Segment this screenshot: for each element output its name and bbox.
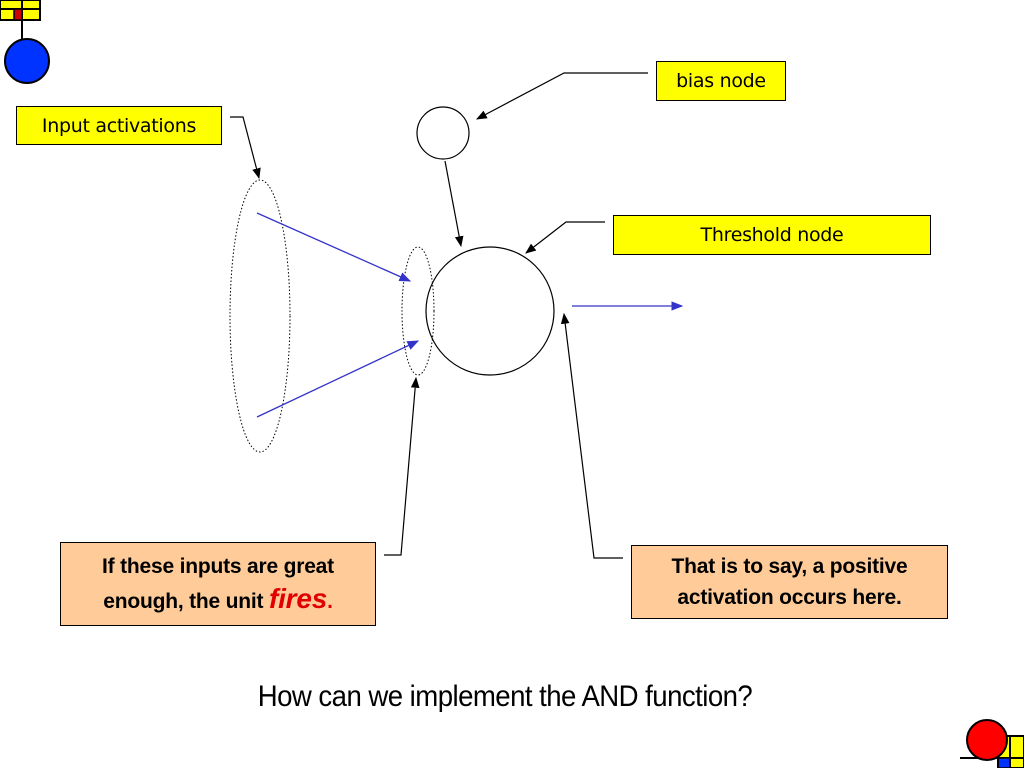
mondrian-blue-circle-icon	[0, 0, 50, 84]
positive-activation-note: That is to say, a positive activation oc…	[631, 545, 948, 619]
input-arrow-bottom	[256, 340, 420, 418]
input-arrow-top	[256, 212, 412, 282]
threshold-label-pointer	[525, 221, 605, 254]
threshold-node-circle	[425, 246, 555, 376]
inputs-fire-note-main: If these inputs are great enough, the un…	[102, 554, 334, 613]
bias-label-pointer	[476, 72, 648, 120]
input-activations-label: Input activations	[16, 106, 222, 145]
inputs-fire-note-text: If these inputs are great enough, the un…	[75, 551, 361, 618]
bias-connection-arrow	[444, 160, 464, 248]
fires-note-pointer	[384, 376, 420, 556]
positive-note-pointer	[560, 312, 623, 559]
bias-node-label: bias node	[656, 61, 786, 101]
input-activations-ellipse	[229, 179, 291, 453]
and-function-question: How can we implement the AND function?	[257, 680, 753, 713]
fires-period: .	[327, 589, 333, 613]
fires-emphasis: fires	[268, 582, 328, 614]
weighted-inputs-ellipse	[401, 246, 435, 376]
mondrian-red-circle-icon	[960, 719, 1024, 768]
bias-node-circle	[416, 106, 470, 160]
threshold-node-label: Threshold node	[613, 215, 931, 255]
input-label-pointer	[230, 116, 261, 180]
inputs-fire-note: If these inputs are great enough, the un…	[60, 542, 376, 626]
